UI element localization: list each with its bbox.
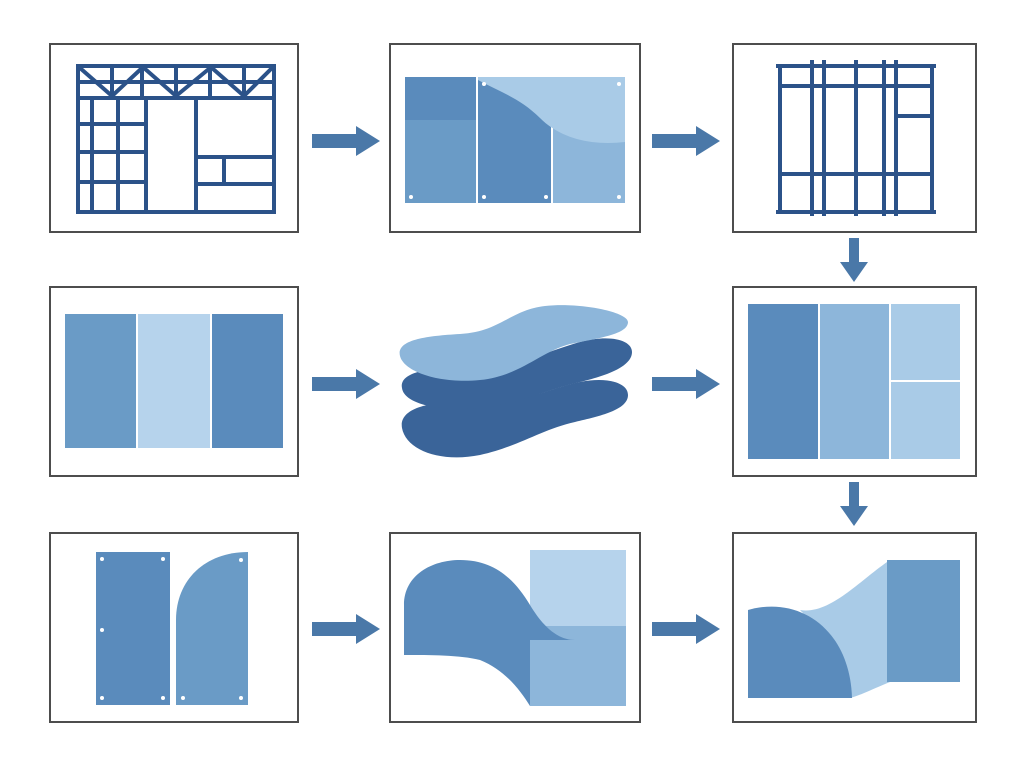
arrow-panel-triptych-to-layered-sheets bbox=[312, 369, 380, 399]
quarter-circle-and-rectangle-icon bbox=[748, 560, 960, 698]
panel-and-arched-panel-icon bbox=[96, 552, 248, 705]
frame-drywall-panels bbox=[389, 43, 641, 233]
drywall-panels-with-curved-edge-icon bbox=[405, 77, 625, 203]
frame-framing bbox=[49, 43, 299, 233]
curved-shape-with-squares-icon bbox=[404, 550, 626, 706]
arrow-curve-and-squares-to-final-curves bbox=[652, 614, 720, 644]
screw-dots bbox=[409, 82, 621, 199]
three-vertical-panels-icon bbox=[65, 314, 283, 448]
arrow-framing-to-drywall-panels bbox=[312, 126, 380, 156]
arrow-panel-and-arch-to-curve-and-squares bbox=[312, 614, 380, 644]
stud-grid-outline-icon bbox=[776, 60, 936, 216]
frame-panel-and-arch bbox=[49, 532, 299, 723]
arrow-stud-grid-to-panel-composition bbox=[840, 238, 868, 282]
arrow-panel-composition-to-final-curves bbox=[840, 482, 868, 526]
wall-framing-outline-icon bbox=[76, 64, 276, 214]
frame-border bbox=[49, 532, 299, 723]
screw-dots bbox=[100, 557, 243, 700]
stacked-wavy-layers-icon bbox=[399, 305, 632, 458]
frame-panel-triptych bbox=[49, 286, 299, 477]
frame-stud-grid bbox=[732, 43, 977, 233]
arrow-drywall-panels-to-stud-grid bbox=[652, 126, 720, 156]
frame-final-curves bbox=[732, 532, 977, 723]
arrow-layered-sheets-to-panel-composition bbox=[652, 369, 720, 399]
frame-panel-composition bbox=[732, 286, 977, 477]
frame-curve-and-squares bbox=[389, 532, 641, 723]
tiled-panel-composition-icon bbox=[748, 304, 960, 459]
